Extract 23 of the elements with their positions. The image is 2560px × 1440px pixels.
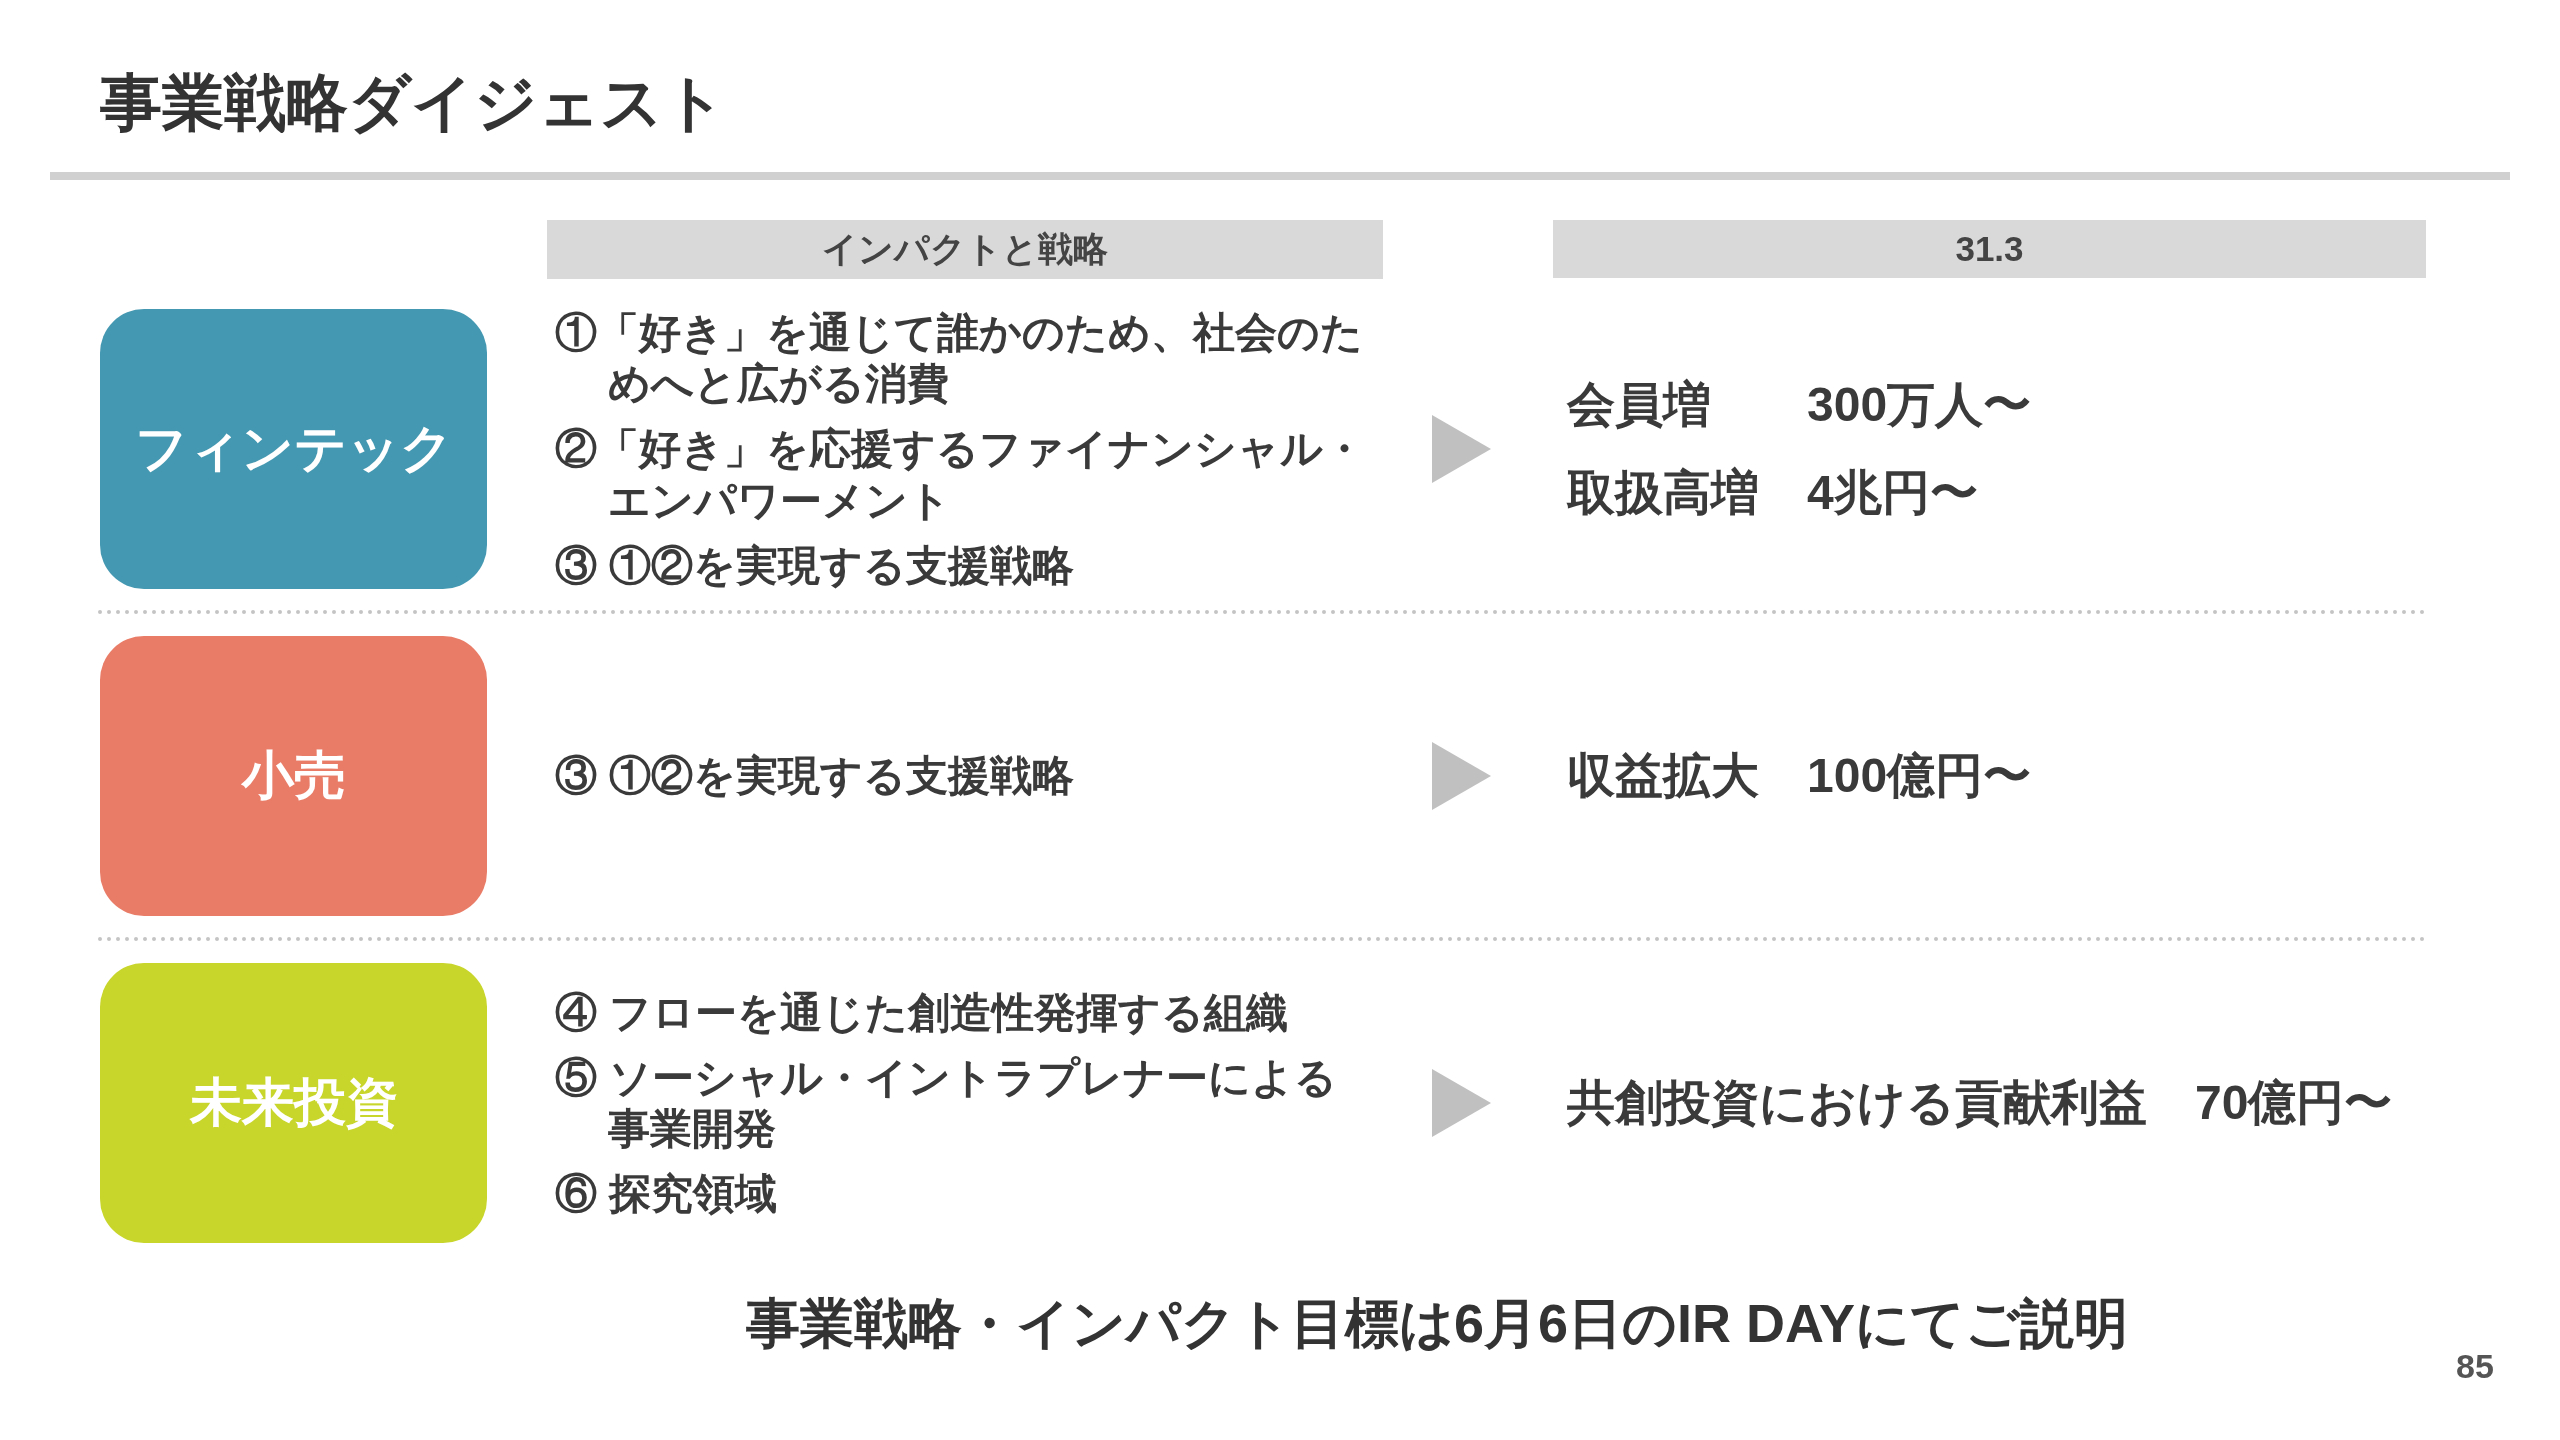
strategy-item: ③ ①②を実現する支援戦略 (555, 751, 1074, 802)
category-box: 未来投資 (100, 963, 487, 1243)
metric-value: 100億円〜 (1807, 748, 2032, 805)
slide-title: 事業戦略ダイジェスト (100, 67, 726, 139)
metric-value: 300万人〜 (1807, 377, 2032, 434)
strategy-item: ②「好き」を応援するファイナンシャル・エンパワーメント (555, 424, 1366, 526)
column-header: 31.3 (1553, 220, 2426, 278)
strategy-item: ⑤ ソーシャル・イントラプレナーによる事業開発 (555, 1052, 1338, 1154)
metric-label: 会員増 (1567, 377, 1712, 434)
strategy-item: ③ ①②を実現する支援戦略 (555, 540, 1074, 591)
strategy-item: ⑥ 探究領域 (555, 1169, 777, 1220)
category-box: 小売 (100, 636, 487, 916)
strategy-item: ④ フローを通じた創造性発揮する組織 (555, 987, 1288, 1038)
metric-label: 共創投資における貢献利益 (1567, 1075, 2147, 1132)
metric-label: 取扱高増 (1567, 465, 1759, 521)
column-header: インパクトと戦略 (547, 220, 1383, 279)
caption-text: 事業戦略・インパクト目標は6月6日のIR DAYにてご説明 (746, 1292, 2129, 1355)
metric-label: 収益拡大 (1567, 748, 1759, 805)
page-number: 85 (2456, 1346, 2494, 1386)
strategy-item: ①「好き」を通じて誰かのため、社会のためへと広がる消費 (555, 307, 1364, 410)
metric-value: 4兆円〜 (1807, 465, 1979, 521)
category-box: フィンテック (100, 309, 487, 589)
metric-value: 70億円〜 (2195, 1075, 2393, 1132)
